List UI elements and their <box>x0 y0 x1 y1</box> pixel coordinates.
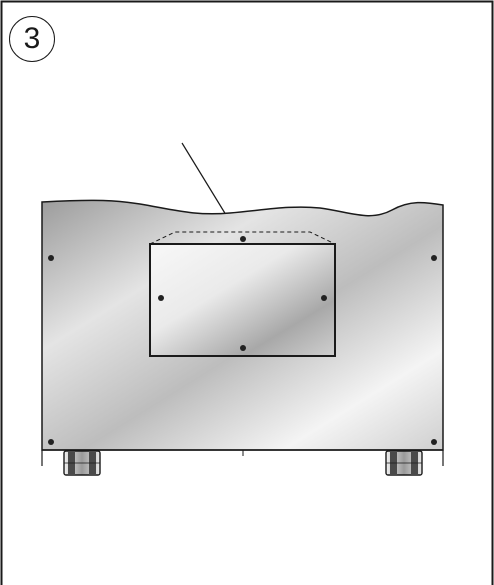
screw-panel-top-right <box>431 255 437 261</box>
screw-panel-bottom-right <box>431 439 437 445</box>
screw-left <box>158 295 164 301</box>
screw-bottom <box>240 345 246 351</box>
left-caster-wheel <box>63 450 101 476</box>
step-number-badge: 3 <box>9 16 55 62</box>
step-number: 3 <box>23 22 41 55</box>
screw-top <box>240 236 246 242</box>
cover-screws <box>158 236 327 351</box>
panel-screws <box>48 255 437 445</box>
right-caster-wheel <box>385 450 423 476</box>
cover-dashed-outline <box>149 231 336 245</box>
access-cover-plate <box>149 243 336 357</box>
screw-panel-top-left <box>48 255 54 261</box>
screw-right <box>321 295 327 301</box>
screw-panel-bottom-left <box>48 439 54 445</box>
